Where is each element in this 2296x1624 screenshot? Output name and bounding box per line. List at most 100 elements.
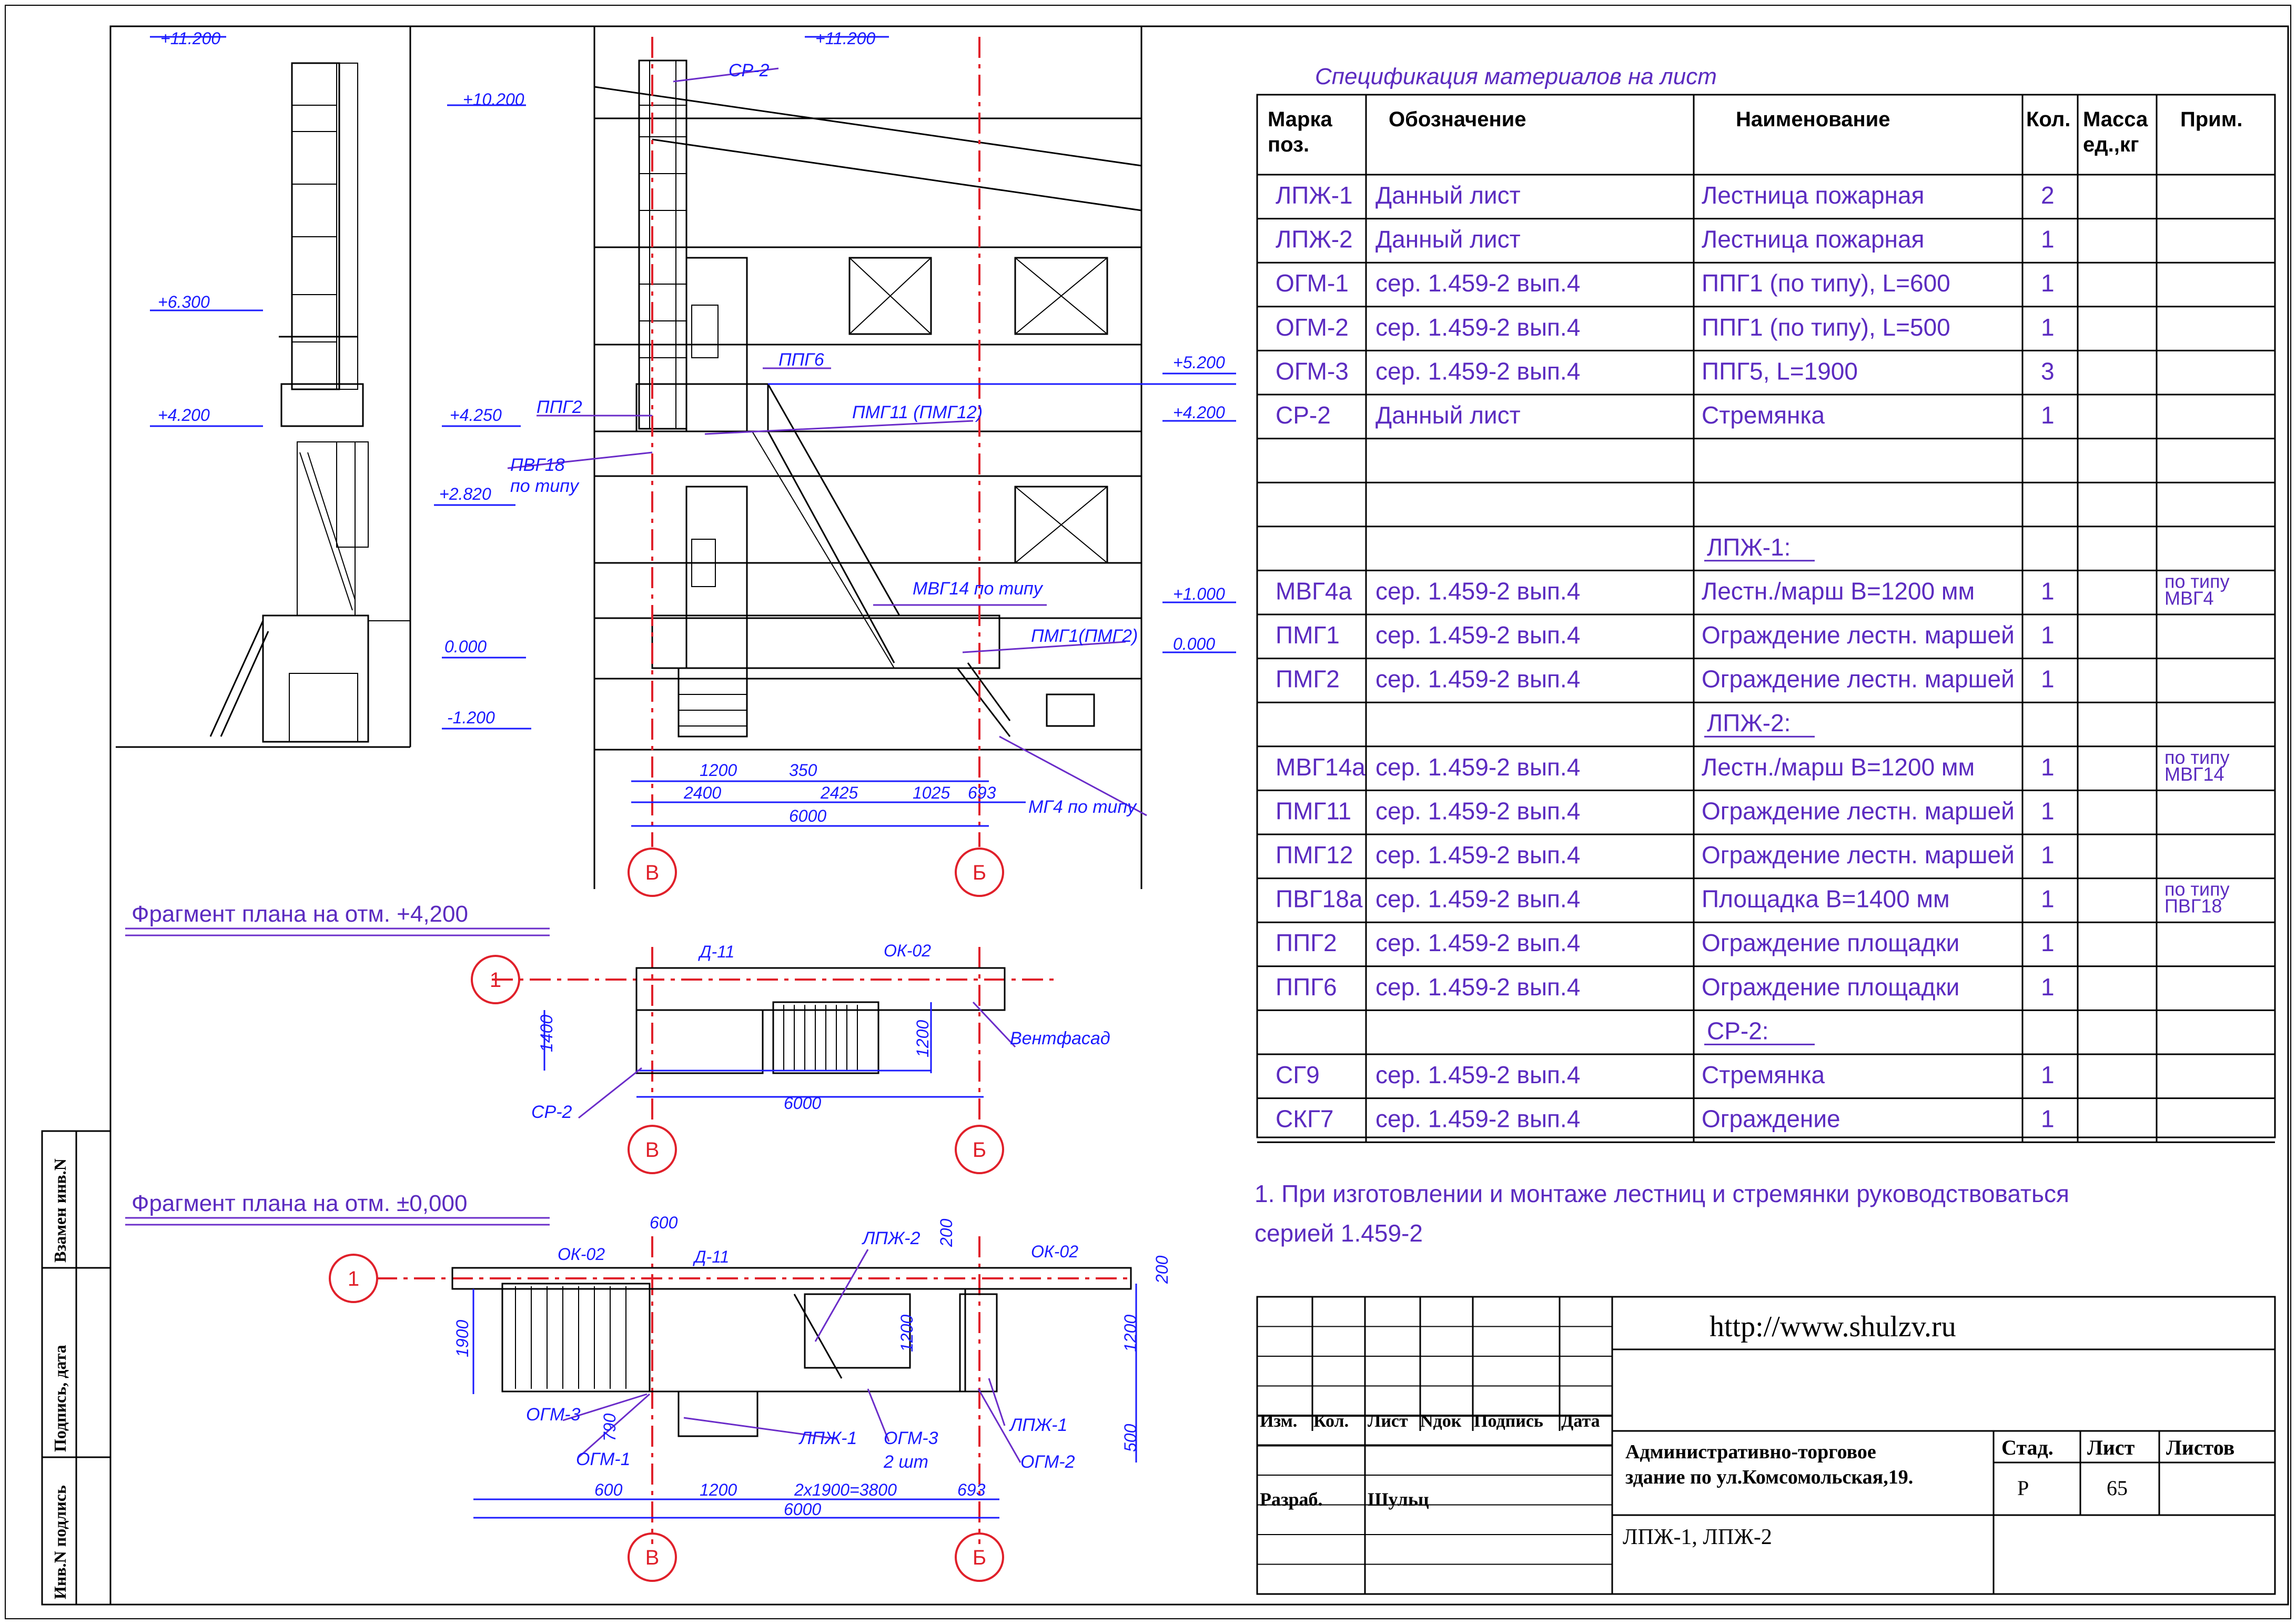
tb-stage: Р: [2017, 1476, 2029, 1500]
spec-cell-mark: СКГ7: [1276, 1105, 1334, 1133]
plan1-door: Д-11: [698, 942, 734, 961]
spec-cell-name: Стремянка: [1702, 401, 1825, 429]
spec-cell-mark: ПМГ2: [1276, 665, 1340, 693]
spec-cell-name: Площадка В=1400 мм: [1702, 885, 1950, 913]
plan2-lpzh1b: ЛПЖ-1: [1009, 1415, 1067, 1435]
spec-cell-note: по типу: [2164, 570, 2230, 592]
label-mg4: МГ4 по типу: [1028, 797, 1137, 817]
spec-cell-qty: 1: [2041, 269, 2055, 297]
stamp-replace: Взамен инв.N: [50, 1158, 69, 1263]
elevation-marks-left: +11.200 +10.200 +6.300 +4.200 +4.250 +2.…: [150, 29, 531, 730]
spec-cell-name: Стремянка: [1702, 1061, 1825, 1088]
spec-cell-qty: 2: [2041, 181, 2055, 209]
spec-cell-designation: сер. 1.459-2 вып.4: [1375, 269, 1580, 297]
label-ppg6: ППГ6: [778, 350, 824, 370]
plan1-axis-1: 1: [490, 969, 501, 992]
spec-cell-name: Ограждение лестн. маршей: [1702, 665, 2015, 693]
plan2-ogm3-qty: 2 шт: [883, 1452, 928, 1472]
spec-cell-designation: Данный лист: [1375, 226, 1521, 253]
plan2-dim-1200b: 1200: [1121, 1315, 1140, 1352]
plan2-dim-600a: 600: [650, 1213, 678, 1232]
label-pvg18: ПВГ18: [510, 455, 565, 475]
spec-cell-qty: 1: [2041, 929, 2055, 956]
label-ppg2: ППГ2: [537, 397, 582, 417]
spec-cell-mark: МВГ14а: [1276, 753, 1366, 781]
plan-0000: Фрагмент плана на отм. ±0,000 1 ОК-02 ОК…: [125, 1191, 1171, 1582]
outer-border: [5, 5, 2291, 1619]
spec-cell-qty: 1: [2041, 401, 2055, 429]
mark-left-0000: 0.000: [444, 637, 487, 656]
label-pmg1: ПМГ1(ПМГ2): [1031, 626, 1138, 646]
tb-sheet: 65: [2107, 1476, 2128, 1500]
spec-cell-name: Ограждение: [1702, 1105, 1840, 1133]
spec-cell-qty: 3: [2041, 357, 2055, 385]
spec-header-cell: Кол.: [2026, 108, 2070, 131]
spec-cell-name: ЛПЖ-2:: [1707, 709, 1791, 737]
spec-cell-mark: ЛПЖ-1: [1276, 181, 1353, 209]
plan2-win2: ОК-02: [1031, 1242, 1078, 1261]
spec-cell-name: Ограждение площадки: [1702, 929, 1959, 956]
plan2-ogm2: ОГМ-2: [1020, 1452, 1075, 1472]
tb-h-date: Дата: [1561, 1411, 1600, 1431]
label-pmg11: ПМГ11 (ПМГ12): [852, 402, 983, 422]
dim-2425: 2425: [820, 783, 858, 802]
spec-cell-mark: ПМГ11: [1276, 797, 1351, 824]
plan1-vent: Вентфасад: [1010, 1028, 1110, 1048]
title-block: http://www.shulzv.ru Изм. Кол. Лист Nдок…: [1256, 1296, 2276, 1595]
spec-cell-designation: Данный лист: [1375, 181, 1521, 209]
spec-cell-qty: 1: [2041, 1105, 2055, 1133]
plan1-axis-b: Б: [973, 1138, 986, 1162]
plan2-dim-1200c: 1200: [700, 1480, 737, 1499]
spec-cell-name: ЛПЖ-1:: [1707, 533, 1791, 561]
spec-cell-name: ППГ5, L=1900: [1702, 357, 1858, 385]
plan2-dim-600b: 600: [594, 1480, 623, 1499]
mark-left-4200: +4.200: [158, 406, 210, 425]
spec-cell-name: Ограждение площадки: [1702, 973, 1959, 1001]
spec-header-cell: Обозначение: [1389, 108, 1526, 131]
plan1-dim-1400: 1400: [537, 1015, 556, 1052]
axis-v-elev: В: [645, 861, 660, 884]
tb-object-2: здание по ул.Комсомольская,19.: [1625, 1466, 1913, 1488]
tb-drawing-name: ЛПЖ-1, ЛПЖ-2: [1623, 1525, 1772, 1549]
plan2-dim-200a: 200: [937, 1218, 956, 1247]
plan2-ogm3b: ОГМ-3: [884, 1428, 938, 1448]
tb-sheets-label: Листов: [2166, 1436, 2234, 1459]
spec-cell-qty: 1: [2041, 973, 2055, 1001]
spec-cell-name: СР-2:: [1707, 1017, 1769, 1044]
spec-cell-mark: ПВГ18а: [1276, 885, 1363, 913]
spec-cell-name: Ограждение лестн. маршей: [1702, 841, 2015, 869]
plan2-win1: ОК-02: [558, 1245, 605, 1264]
mark-left-6300: +6.300: [158, 292, 210, 311]
spec-cell-mark: ОГМ-2: [1276, 314, 1349, 341]
plan2-dim-3800: 2х1900=3800: [794, 1480, 897, 1499]
plan2-ogm1: ОГМ-1: [576, 1449, 631, 1469]
spec-cell-qty: 1: [2041, 797, 2055, 824]
spec-cell-mark: МВГ4а: [1276, 577, 1352, 604]
drawing-frame: [109, 25, 2289, 1606]
plan2-axis-1: 1: [348, 1267, 359, 1290]
spec-cell-mark: СР-2: [1276, 401, 1331, 429]
mark-right-5200: +5.200: [1173, 353, 1225, 372]
spec-cell-designation: сер. 1.459-2 вып.4: [1375, 973, 1580, 1001]
plan-4200: Фрагмент плана на отм. +4,200 1 Д-11 ОК-…: [125, 901, 1110, 1174]
spec-cell-qty: 1: [2041, 577, 2055, 604]
spec-cell-qty: 1: [2041, 1061, 2055, 1088]
spec-cell-name: Ограждение лестн. маршей: [1702, 797, 2015, 824]
spec-cell-mark: ПМГ1: [1276, 621, 1340, 649]
plan2-dim-6000: 6000: [784, 1500, 821, 1519]
plan1-dim-6000: 6000: [784, 1094, 821, 1113]
spec-cell-designation: сер. 1.459-2 вып.4: [1375, 753, 1580, 781]
spec-cell-designation: сер. 1.459-2 вып.4: [1375, 577, 1580, 604]
dim-1025: 1025: [913, 783, 950, 802]
spec-cell-note: МВГ14: [2164, 763, 2224, 785]
spec-cell-designation: сер. 1.459-2 вып.4: [1375, 1061, 1580, 1088]
tb-h-kol: Кол.: [1313, 1411, 1349, 1431]
spec-cell-mark: ППГ6: [1276, 973, 1337, 1001]
dim-1200: 1200: [700, 761, 737, 780]
tb-h-sign: Подпись: [1474, 1411, 1543, 1431]
spec-cell-name: Лестн./марш В=1200 мм: [1702, 577, 1975, 604]
spec-header-cell: Масса: [2083, 108, 2148, 131]
spec-cell-qty: 1: [2041, 885, 2055, 913]
